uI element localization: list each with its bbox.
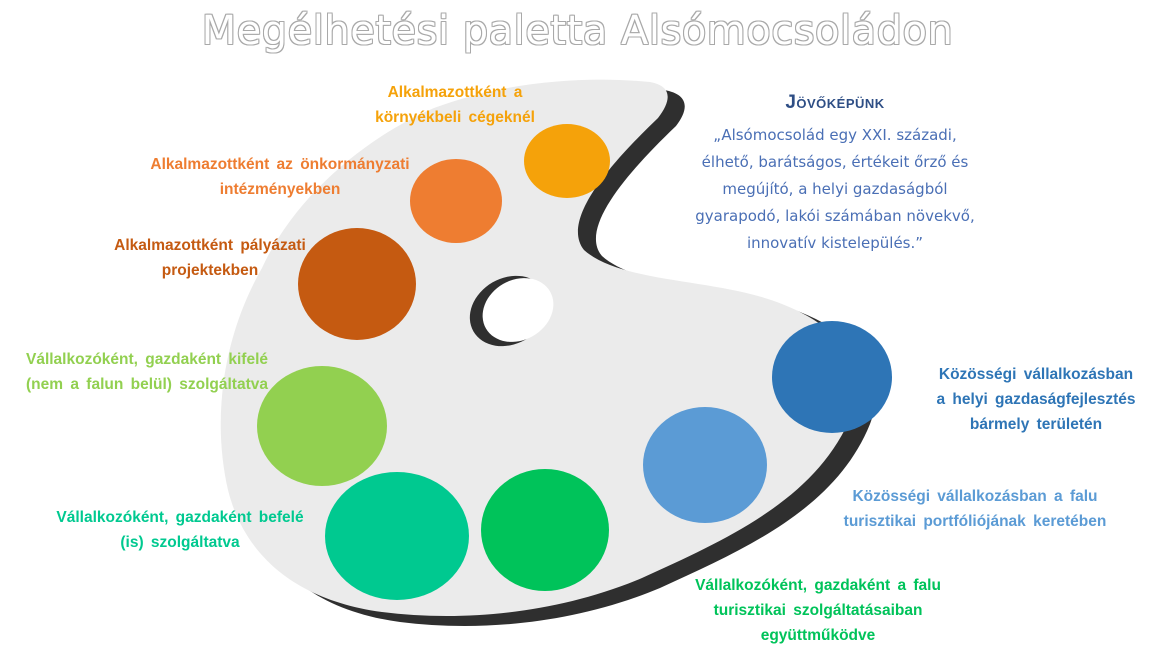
label-community-tourism-portfolio: Közösségi vállalkozásban a falu turiszti… [843,488,1107,530]
label-entrepreneur-inward: Vállalkozóként, gazdaként befelé (is) sz… [56,509,304,551]
paint-blob-neighbour-companies [524,124,610,198]
page-title: Megélhetési paletta Alsómocsoládon [201,8,954,54]
paint-blob-tender-projects [298,228,416,340]
label-entrepreneur-outward: Vállalkozóként, gazdaként kifelé (nem a … [25,351,269,393]
vision-statement: „Alsómocsolád egy XXI. századi, élhető, … [695,126,975,252]
paint-blob-entrepreneur-tourism [481,469,609,591]
label-municipal-institutions: Alkalmazottként az önkormányzati intézmé… [150,156,410,198]
label-entrepreneur-tourism: Vállalkozóként, gazdaként a falu turiszt… [695,577,941,644]
paint-blob-municipal-institutions [410,159,502,243]
paint-blob-entrepreneur-inward [325,472,469,600]
paint-blob-community-economic-development [772,321,892,433]
thumb-hole [482,278,554,342]
label-community-economic-development: Közösségi vállalkozásban a helyi gazdasá… [936,366,1136,433]
vision-heading: Jövőképünk [785,92,885,113]
label-tender-projects: Alkalmazottként pályázati projektekben [114,237,306,279]
paint-blob-entrepreneur-outward [257,366,387,486]
label-neighbour-companies: Alkalmazottként a környékbeli cégeknél [375,84,535,126]
paint-blob-community-tourism-portfolio [643,407,767,523]
